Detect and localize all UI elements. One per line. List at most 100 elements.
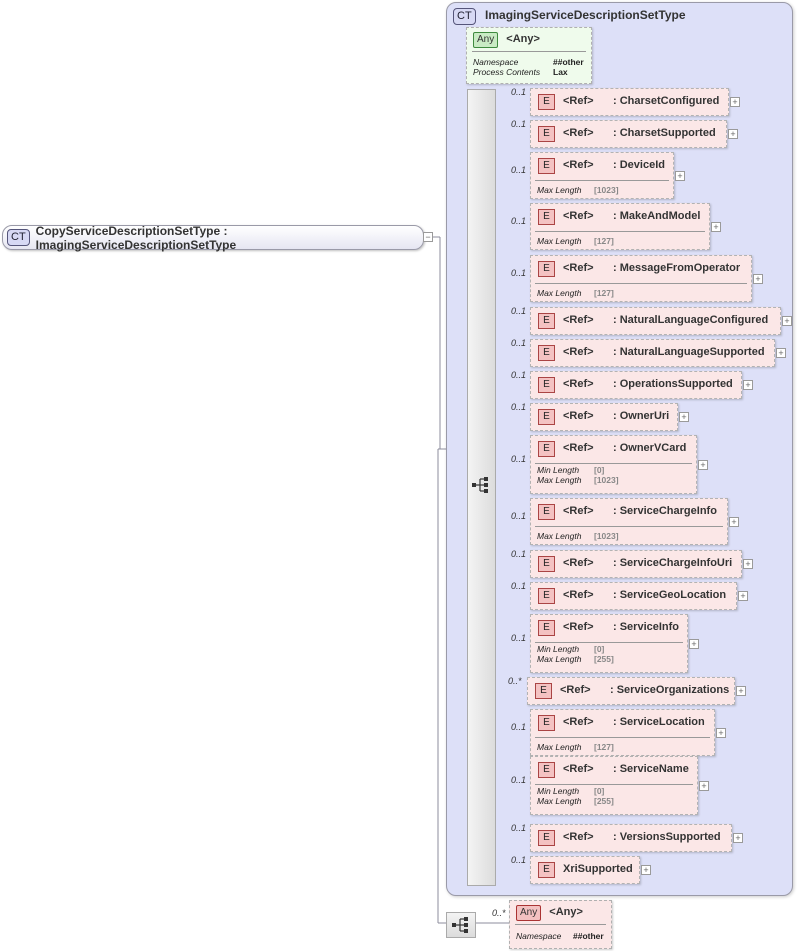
element-name: : ServiceOrganizations bbox=[610, 684, 730, 696]
expand-icon[interactable]: + bbox=[738, 591, 748, 601]
element-badge: E bbox=[538, 209, 555, 225]
ref-label: <Ref> bbox=[563, 589, 594, 601]
element-service-charge-info-uri[interactable]: E <Ref> : ServiceChargeInfoUri bbox=[530, 550, 742, 578]
element-service-organizations[interactable]: E <Ref> : ServiceOrganizations bbox=[527, 677, 735, 705]
facet-value: [255] bbox=[594, 654, 614, 664]
expand-icon[interactable]: + bbox=[689, 638, 699, 649]
expand-icon[interactable]: + bbox=[699, 780, 709, 791]
element-badge: E bbox=[538, 441, 555, 457]
any-element-bottom[interactable]: Any <Any> Namespace ##other bbox=[509, 900, 612, 949]
ref-label: <Ref> bbox=[563, 410, 594, 422]
occurrence-label: 0..1 bbox=[511, 453, 527, 464]
ref-label: <Ref> bbox=[563, 557, 594, 569]
element-badge: E bbox=[538, 345, 555, 361]
expand-icon[interactable]: + bbox=[776, 348, 786, 358]
ref-label: <Ref> bbox=[563, 378, 594, 390]
ref-label: <Ref> bbox=[563, 262, 594, 274]
any-element-top[interactable]: Any <Any> Namespace ##other Process Cont… bbox=[466, 27, 592, 84]
element-name: : CharsetConfigured bbox=[613, 95, 720, 107]
expand-icon[interactable]: + bbox=[730, 97, 740, 107]
occurrence-label: 0..1 bbox=[511, 581, 527, 591]
element-versions-supported[interactable]: E<Ref>: VersionsSupported bbox=[530, 824, 732, 852]
expand-icon[interactable]: + bbox=[675, 170, 685, 181]
facet-name: Max Length bbox=[537, 796, 582, 806]
element-badge: E bbox=[538, 830, 555, 846]
element-badge: E bbox=[538, 313, 555, 329]
element-operations-supported[interactable]: E<Ref>: OperationsSupported bbox=[530, 371, 742, 399]
copy-service-description-set-type-node[interactable]: CT CopyServiceDescriptionSetType : Imagi… bbox=[2, 223, 424, 252]
expand-icon[interactable]: + bbox=[753, 273, 763, 284]
any-label: <Any> bbox=[549, 906, 583, 918]
element-name: : CharsetSupported bbox=[613, 127, 716, 139]
occurrence-label: 0..1 bbox=[511, 164, 527, 175]
occurrence-label: 0..1 bbox=[511, 402, 527, 412]
element-badge: E bbox=[535, 683, 552, 699]
namespace-value: ##other bbox=[553, 57, 584, 67]
facet-name: Max Length bbox=[537, 654, 582, 664]
ref-label: <Ref> bbox=[563, 314, 594, 326]
occurrence-label: 0..1 bbox=[511, 306, 527, 316]
element-badge: E bbox=[538, 762, 555, 778]
element-charset-configured[interactable]: E<Ref>: CharsetConfigured bbox=[530, 88, 729, 116]
ref-label: <Ref> bbox=[563, 621, 594, 633]
facet-name: Min Length bbox=[537, 644, 580, 654]
expand-icon[interactable]: + bbox=[679, 412, 689, 422]
facet-name: Max Length bbox=[537, 185, 582, 195]
element-name: : ServiceChargeInfoUri bbox=[613, 557, 733, 569]
facet-value: [255] bbox=[594, 796, 614, 806]
occurrence-label: 0..1 bbox=[511, 87, 527, 97]
element-natural-language-configured[interactable]: E<Ref>: NaturalLanguageConfigured bbox=[530, 307, 781, 335]
element-name: : ServiceName bbox=[613, 763, 689, 775]
expand-icon[interactable]: + bbox=[743, 380, 753, 390]
element-badge: E bbox=[538, 556, 555, 572]
occurrence-label: 0..1 bbox=[511, 370, 527, 380]
expand-icon[interactable]: + bbox=[716, 727, 726, 738]
ref-label: <Ref> bbox=[563, 95, 594, 107]
expand-icon[interactable]: + bbox=[641, 865, 651, 875]
collapse-icon[interactable]: − bbox=[423, 232, 433, 242]
sequence-compositor[interactable] bbox=[467, 89, 496, 886]
element-name: : NaturalLanguageSupported bbox=[613, 346, 765, 358]
expand-icon[interactable]: + bbox=[736, 686, 746, 696]
expand-icon[interactable]: + bbox=[733, 833, 743, 843]
element-charset-supported[interactable]: E<Ref>: CharsetSupported bbox=[530, 120, 727, 148]
expand-icon[interactable]: + bbox=[782, 316, 792, 326]
element-natural-language-supported[interactable]: E<Ref>: NaturalLanguageSupported bbox=[530, 339, 775, 367]
element-name: : OwnerVCard bbox=[613, 442, 687, 454]
facet-name: Max Length bbox=[537, 742, 582, 752]
sequence-compositor-bottom[interactable] bbox=[446, 912, 476, 938]
ref-label: <Ref> bbox=[563, 831, 594, 843]
ref-label: <Ref> bbox=[563, 442, 594, 454]
root-type-label: CopyServiceDescriptionSetType : ImagingS… bbox=[35, 223, 237, 252]
sequence-icon bbox=[472, 477, 488, 493]
occurrence-label: 0..1 bbox=[511, 774, 527, 785]
occurrence-label: 0..1 bbox=[511, 823, 527, 833]
facet-name: Max Length bbox=[537, 236, 582, 246]
complex-type-badge: CT bbox=[7, 229, 30, 246]
expand-icon[interactable]: + bbox=[698, 459, 708, 470]
element-service-geo-location[interactable]: E<Ref>: ServiceGeoLocation bbox=[530, 582, 737, 610]
facet-name: Min Length bbox=[537, 786, 580, 796]
expand-icon[interactable]: + bbox=[729, 516, 739, 527]
element-owner-uri[interactable]: E<Ref>: OwnerUri bbox=[530, 403, 678, 431]
expand-icon[interactable]: + bbox=[711, 221, 721, 232]
expand-icon[interactable]: + bbox=[743, 559, 753, 569]
expand-icon[interactable]: + bbox=[728, 129, 738, 139]
element-badge: E bbox=[538, 504, 555, 520]
ref-label: <Ref> bbox=[560, 684, 591, 696]
element-badge: E bbox=[538, 862, 555, 878]
element-badge: E bbox=[538, 126, 555, 142]
element-badge: E bbox=[538, 588, 555, 604]
ref-label: <Ref> bbox=[563, 159, 594, 171]
occurrence-label: 0..1 bbox=[511, 549, 527, 559]
any-badge: Any bbox=[516, 905, 542, 921]
